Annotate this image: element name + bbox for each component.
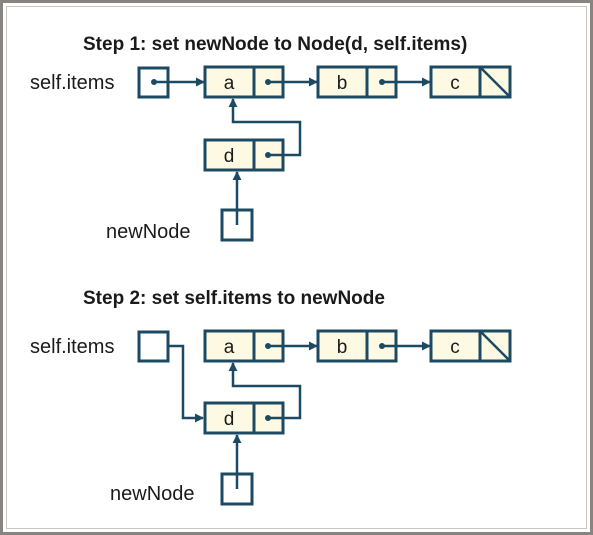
- step-2-head-pointer-box: [137, 330, 170, 363]
- node-value: c: [450, 337, 460, 358]
- node-value: a: [224, 73, 235, 94]
- step-1-head-label: self.items: [30, 72, 114, 94]
- step-1-newnode-label: newNode: [106, 221, 191, 243]
- step-2-title: Step 2: set self.items to newNode: [83, 288, 385, 309]
- step-2-panel: Step 2: set self.items to newNode self.i…: [30, 288, 512, 506]
- step-1-panel: Step 1: set newNode to Node(d, self.item…: [30, 34, 512, 243]
- step-1-title: Step 1: set newNode to Node(d, self.item…: [83, 34, 467, 55]
- node-value: d: [224, 409, 235, 430]
- step-2-node-a: a: [203, 329, 285, 363]
- node-value: d: [224, 146, 235, 167]
- node-value: c: [450, 73, 460, 94]
- step-2-head-label: self.items: [30, 336, 114, 358]
- step-1-node-b: b: [316, 65, 398, 99]
- step-2-node-c: c: [429, 329, 512, 363]
- node-value: a: [224, 337, 235, 358]
- node-value: b: [337, 337, 348, 358]
- step-1-node-c: c: [429, 65, 512, 99]
- node-value: b: [337, 73, 348, 94]
- step-2-newnode-label: newNode: [110, 483, 195, 505]
- step-2-node-d: d: [203, 401, 285, 435]
